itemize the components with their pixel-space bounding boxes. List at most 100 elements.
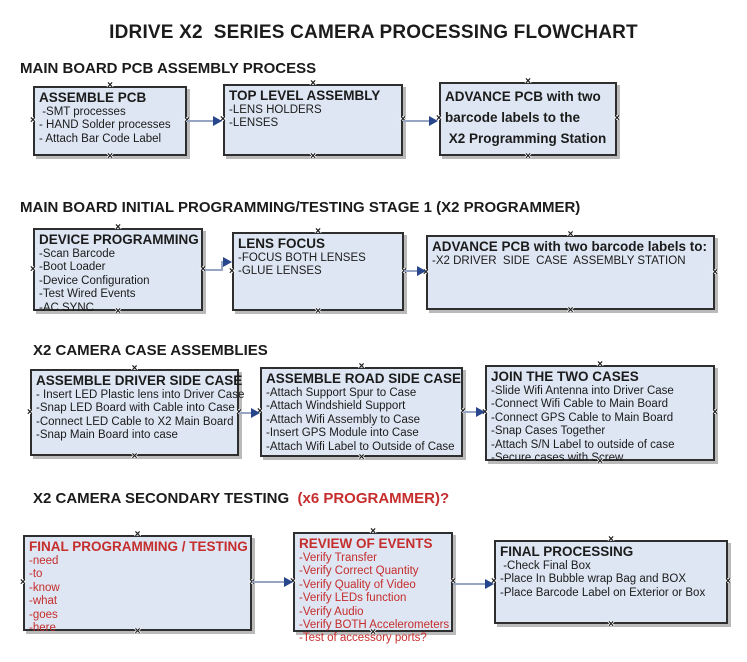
flow-box-advance-pcb-driver-side-station[interactable]: ADVANCE PCB with two barcode labels to: …: [426, 235, 715, 310]
section-heading-initial-programming: MAIN BOARD INITIAL PROGRAMMING/TESTING S…: [20, 199, 581, 216]
page-title: IDRIVE X2 SERIES CAMERA PROCESSING FLOWC…: [109, 22, 638, 43]
arrowhead-icon: [417, 266, 426, 276]
connection-point-icon: [20, 579, 26, 587]
arrowhead-icon: [284, 577, 293, 587]
box-item: -Secure cases with Screw: [491, 452, 624, 465]
box-item: -LENSES: [229, 117, 279, 130]
section-heading-secondary-testing: X2 CAMERA SECONDARY TESTING (x6 PROGRAMM…: [33, 490, 449, 507]
box-item: -Attach Wifi Assembly to Case: [266, 413, 421, 426]
box-item: -goes: [29, 608, 58, 621]
box-title: ASSEMBLE ROAD SIDE CASE: [266, 371, 462, 386]
box-item: -what: [29, 595, 58, 608]
box-item: -Snap LED Board with Cable into Case: [36, 402, 235, 415]
box-item: -SMT processes: [39, 106, 126, 118]
connection-point-icon: [597, 361, 603, 369]
flow-box-final-processing[interactable]: FINAL PROCESSING -Check Final Box -Place…: [494, 540, 728, 624]
connection-point-icon: [315, 308, 321, 316]
arrowhead-icon: [476, 407, 485, 417]
box-item: -Test of accessory ports?: [299, 632, 427, 645]
connector-line: [252, 581, 285, 583]
flow-box-lens-focus[interactable]: LENS FOCUS -FOCUS BOTH LENSES -GLUE LENS…: [232, 232, 404, 311]
box-title: ASSEMBLE DRIVER SIDE CASE: [36, 373, 243, 388]
connector-line: [187, 120, 214, 122]
section-heading-secondary-testing-red: (x6 PROGRAMMER)?: [297, 490, 450, 507]
connection-point-icon: [132, 365, 138, 373]
box-title: FINAL PROCESSING: [500, 544, 634, 559]
box-item: -Verify LEDs function: [299, 592, 407, 605]
connection-point-icon: [568, 231, 574, 239]
connection-point-icon: [525, 78, 531, 86]
arrowhead-icon: [485, 579, 494, 589]
connection-point-icon: [712, 269, 718, 277]
connection-point-icon: [359, 363, 365, 371]
flow-box-assemble-driver-side-case[interactable]: ASSEMBLE DRIVER SIDE CASE - Insert LED P…: [27, 369, 244, 456]
box-item: -Insert GPS Module into Case: [266, 427, 419, 440]
box-item: -Attach S/N Label to outside of case: [491, 438, 675, 451]
connection-point-icon: [712, 409, 718, 417]
connector-line: [453, 583, 486, 585]
connection-point-icon: [525, 153, 531, 161]
connection-point-icon: [115, 224, 121, 232]
box-item: -Scan Barcode: [39, 248, 116, 260]
connector-line: [463, 411, 477, 413]
connection-point-icon: [597, 458, 603, 466]
box-item: -Verify Transfer: [299, 552, 377, 564]
connection-point-icon: [107, 82, 113, 90]
box-item: -LENS HOLDERS: [229, 104, 322, 116]
flow-box-join-the-two-cases[interactable]: JOIN THE TWO CASES -Slide Wifi Antenna i…: [485, 365, 718, 464]
flow-box-advance-pcb-programming-station[interactable]: ADVANCE PCB with two barcode labels to t…: [439, 82, 617, 156]
box-title: LENS FOCUS: [238, 236, 326, 251]
connector-line: [239, 412, 252, 414]
flow-box-top-level-assembly[interactable]: TOP LEVEL ASSEMBLY -LENS HOLDERS -LENSES: [223, 84, 403, 156]
box-item: -to: [29, 568, 43, 581]
connection-point-icon: [568, 307, 574, 315]
flow-box-assemble-pcb[interactable]: ASSEMBLE PCB -SMT processes - HAND Solde…: [33, 86, 187, 156]
box-item: -here: [29, 622, 56, 635]
connection-point-icon: [229, 268, 235, 276]
box-item: -X2 DRIVER SIDE CASE ASSEMBLY STATION: [432, 255, 686, 267]
box-title: FINAL PROGRAMMING / TESTING: [29, 539, 248, 554]
flow-box-final-programming-testing[interactable]: FINAL PROGRAMMING / TESTING -need -to -k…: [20, 535, 252, 634]
box-item: -Place In Bubble wrap Bag and BOX: [500, 573, 687, 586]
connection-point-icon: [359, 454, 365, 462]
box-item: -FOCUS BOTH LENSES: [238, 252, 366, 264]
connector-line: [221, 261, 223, 271]
connection-point-icon: [27, 409, 33, 417]
connector-line: [403, 120, 430, 122]
box-item: -Test Wired Events: [39, 288, 136, 301]
connection-point-icon: [370, 629, 376, 637]
box-item: -Verify Quality of Video: [299, 578, 416, 591]
box-item: - HAND Solder processes: [39, 119, 171, 132]
box-item: -Verify Audio: [299, 605, 364, 618]
connection-point-icon: [115, 308, 121, 316]
box-title: ADVANCE PCB with two: [445, 89, 601, 104]
flow-box-assemble-road-side-case[interactable]: ASSEMBLE ROAD SIDE CASE -Attach Support …: [260, 367, 463, 457]
box-item: -GLUE LENSES: [238, 265, 322, 278]
connector-line: [205, 269, 223, 271]
box-item: - Attach Bar Code Label: [39, 132, 162, 145]
connection-point-icon: [135, 531, 141, 539]
connection-point-icon: [370, 528, 376, 536]
box-item: -Connect Wifi Cable to Main Board: [491, 398, 669, 411]
box-item: X2 Programming Station: [445, 131, 607, 146]
box-item: -Snap Cases Together: [491, 425, 606, 438]
box-item: -Attach Support Spur to Case: [266, 387, 417, 399]
connection-point-icon: [30, 266, 36, 274]
box-title: ADVANCE PCB with two barcode labels to:: [432, 239, 708, 254]
box-item: -Connect LED Cable to X2 Main Board: [36, 415, 234, 428]
flow-box-review-of-events[interactable]: REVIEW OF EVENTS -Verify Transfer -Verif…: [293, 532, 453, 644]
section-heading-secondary-testing-black: X2 CAMERA SECONDARY TESTING: [33, 490, 298, 507]
flow-box-device-programming[interactable]: DEVICE PROGRAMMING -Scan Barcode -Boot L…: [30, 228, 203, 314]
box-title: JOIN THE TWO CASES: [491, 369, 639, 384]
arrowhead-icon: [213, 116, 222, 126]
connection-point-icon: [315, 228, 321, 236]
connection-point-icon: [107, 153, 113, 161]
box-item: -Verify BOTH Accelerometers: [299, 619, 450, 632]
box-item: -Boot Loader: [39, 261, 106, 274]
connection-point-icon: [310, 80, 316, 88]
box-item: -Slide Wifi Antenna into Driver Case: [491, 385, 674, 397]
box-item: -Attach Windshield Support: [266, 400, 406, 413]
box-item: -Device Configuration: [39, 274, 150, 287]
box-item: -Attach Wifi Label to Outside of Case: [266, 440, 455, 453]
